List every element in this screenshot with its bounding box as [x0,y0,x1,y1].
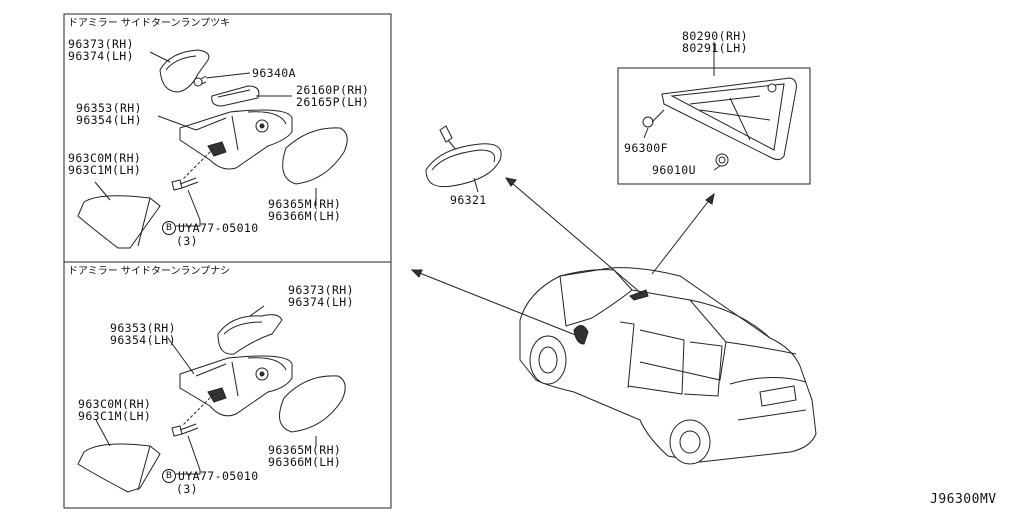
top-bolt-label: UYA77-05010 [178,221,259,235]
top-glass-label-lh: 96366M(LH) [268,209,342,223]
top-bolt-qty: (3) [176,234,198,248]
top-screw-label: 96340A [252,66,296,80]
top-cover-part [159,49,210,93]
bottom-glass-label-rh: 96365M(RH) [268,443,342,457]
panel-bottom-header: ドアミラー サイドターンランプナシ [68,266,231,277]
top-lamp-part [211,85,260,107]
bottom-lower-cover-label-lh: 963C1M(LH) [78,409,152,423]
top-bolt-mark: B [162,221,176,235]
top-glass-label-rh: 96365M(RH) [268,197,342,211]
top-lower-cover-part [77,195,161,249]
top-mirror-body-part [179,109,293,170]
bottom-body-label-rh: 96353(RH) [110,321,176,335]
bottom-glass-label-lh: 96366M(LH) [268,455,342,469]
panel-bottom-frame [63,261,392,509]
bottom-mirror-body-part [179,355,293,417]
bottom-lower-cover-part [77,443,161,493]
top-lamp-label-lh: 26165P(LH) [296,95,370,109]
quarter-glass-label-lh: 80291(LH) [682,41,748,55]
pointer-arrows [410,177,715,337]
bottom-cover-label-lh: 96374(LH) [288,295,354,309]
bottom-glass-part [279,375,346,433]
clip-b-label: 96010U [652,163,696,177]
bottom-leader-lines [95,305,317,475]
top-screw-part [193,75,207,87]
clip-b-part [713,153,729,171]
top-body-label-lh: 96354(LH) [76,113,142,127]
inner-mirror-part [425,125,502,193]
top-lower-cover-label-rh: 963C0M(RH) [68,151,142,165]
inner-mirror-label: 96321 [450,193,487,207]
bottom-lower-cover-label-rh: 963C0M(RH) [78,397,152,411]
top-leader-lines [94,51,317,227]
clip-a-part [642,109,665,139]
panel-top-header: ドアミラー サイドターンランプツキ [68,18,231,29]
top-glass-part [282,127,348,185]
bottom-bolt-label: UYA77-05010 [178,469,259,483]
bottom-body-label-lh: 96354(LH) [110,333,176,347]
bottom-bolt-part [171,423,199,437]
vehicle-drawing [519,267,817,465]
top-lamp-label-rh: 26160P(RH) [296,83,370,97]
top-body-label-rh: 96353(RH) [76,101,142,115]
bottom-cover-part [217,314,283,355]
bottom-bolt-qty: (3) [176,482,198,496]
clip-a-label: 96300F [624,141,668,155]
quarter-glass-part [661,77,797,161]
top-bolt-part [171,177,199,191]
top-lower-cover-label-lh: 963C1M(LH) [68,163,142,177]
top-cover-label-rh: 96373(RH) [68,37,134,51]
top-cover-label-lh: 96374(LH) [68,49,134,63]
diagram-code: J96300MV [930,492,997,507]
quarter-glass-label-rh: 80290(RH) [682,29,748,43]
bottom-bolt-mark: B [162,469,176,483]
bottom-cover-label-rh: 96373(RH) [288,283,354,297]
